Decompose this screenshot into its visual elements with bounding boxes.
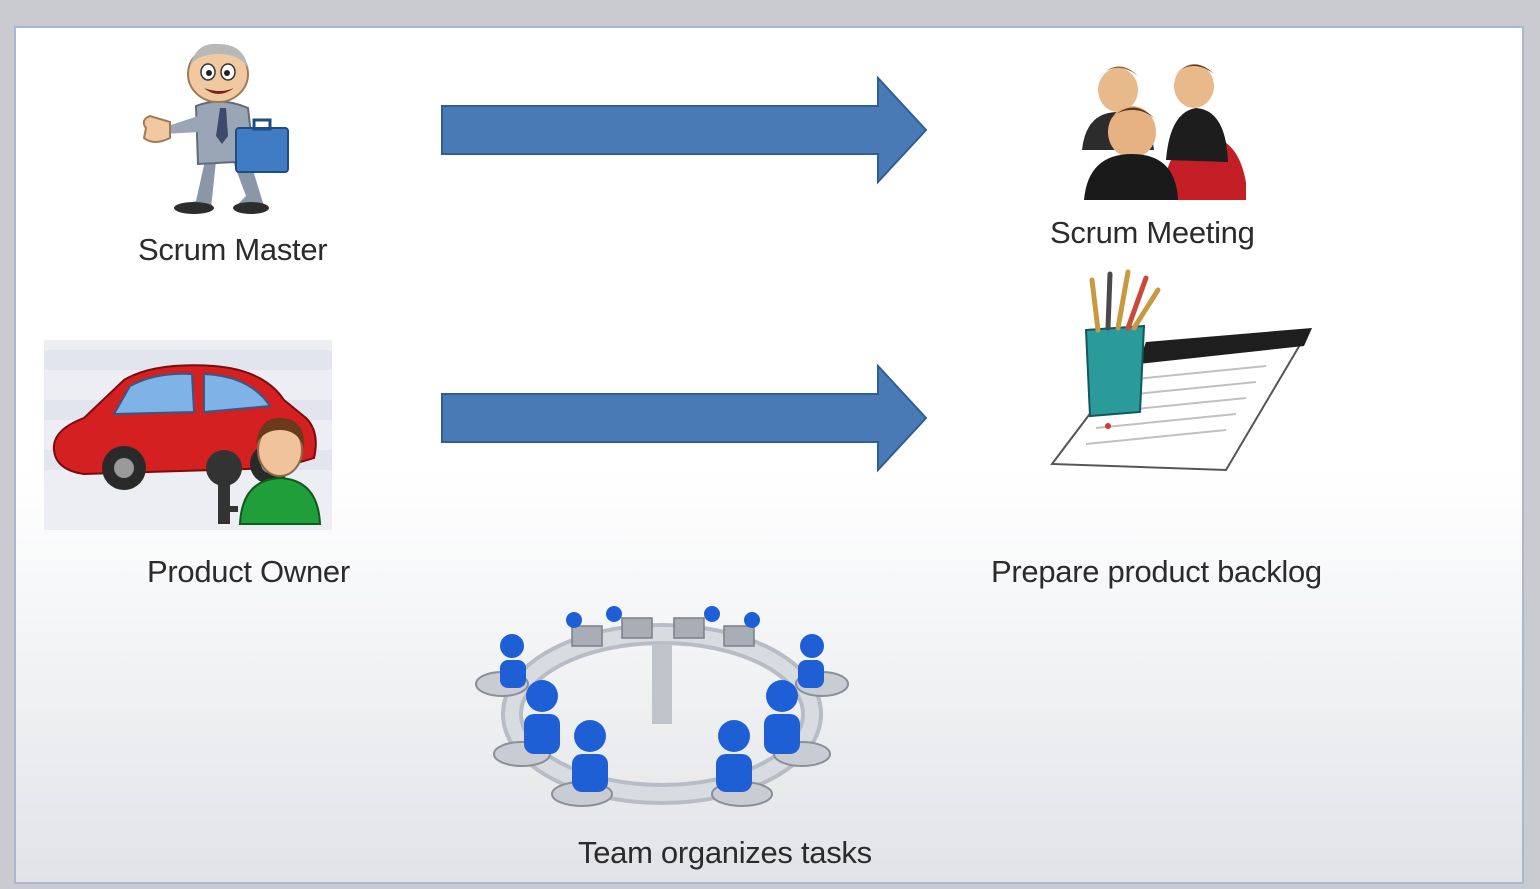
slide-canvas: Scrum Master Scrum Meeting — [14, 26, 1524, 884]
prepare-backlog-label: Prepare product backlog — [991, 554, 1322, 589]
cartoon-man-with-briefcase-icon — [142, 43, 289, 214]
business-people-meeting-icon — [1082, 64, 1246, 200]
scrum-meeting-label: Scrum Meeting — [1050, 215, 1255, 250]
team-round-table-icon — [475, 606, 849, 807]
arrow-right-icon — [441, 76, 928, 185]
car-and-key-owner-icon — [44, 340, 332, 530]
product-owner-label: Product Owner — [147, 554, 350, 589]
scrum-master-label: Scrum Master — [138, 232, 328, 267]
notepad-and-pencil-cup-icon — [1050, 269, 1312, 472]
arrow-right-icon — [441, 364, 928, 473]
team-tasks-label: Team organizes tasks — [578, 835, 872, 870]
